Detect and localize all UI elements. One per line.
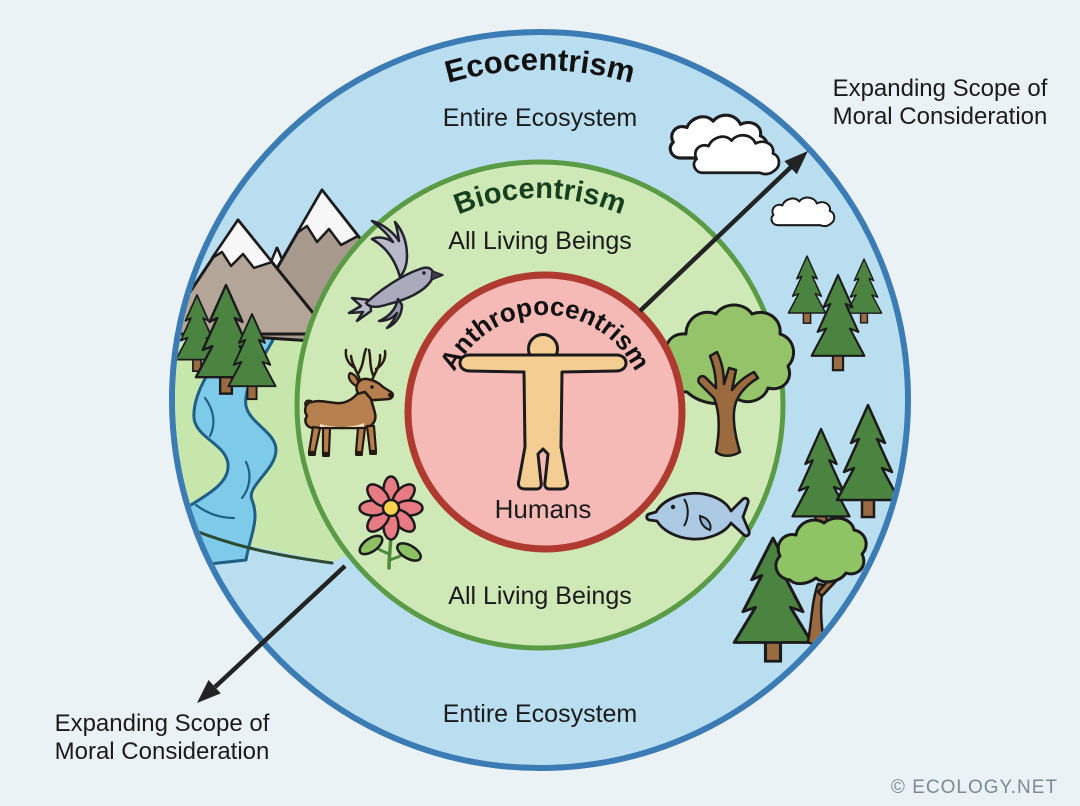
arrow-top-right bbox=[638, 151, 808, 313]
bird-beak bbox=[430, 270, 444, 281]
human-figure bbox=[458, 333, 628, 491]
deer-nose bbox=[388, 393, 392, 397]
arrowhead-icon bbox=[197, 680, 221, 703]
outer-sublabel-top: Entire Ecosystem bbox=[443, 104, 638, 132]
middle-sublabel-top: All Living Beings bbox=[448, 227, 631, 255]
arrowhead-icon bbox=[784, 151, 808, 175]
broadleaf-tree-small bbox=[774, 516, 868, 646]
flower-illustration bbox=[358, 475, 424, 570]
annotation-top-right-line2: Moral Consideration bbox=[833, 103, 1048, 130]
fish-eye bbox=[670, 504, 676, 510]
river-wave bbox=[194, 503, 236, 520]
deer-eye bbox=[370, 385, 374, 389]
deer-illustration bbox=[303, 347, 394, 457]
deer-hooves bbox=[308, 450, 377, 457]
outer-sublabel-bottom: Entire Ecosystem bbox=[443, 700, 638, 728]
arrow-bottom-left bbox=[197, 564, 347, 703]
middle-sublabel-bottom: All Living Beings bbox=[448, 582, 631, 610]
river-illustration bbox=[175, 320, 283, 567]
broadleaf-tree-illustration bbox=[664, 303, 796, 457]
annotation-bottom-left-line1: Expanding Scope of bbox=[55, 710, 270, 737]
inner-sublabel: Humans bbox=[495, 494, 592, 524]
bird-illustration bbox=[347, 219, 444, 330]
annotation-top-right-line1: Expanding Scope of bbox=[833, 75, 1048, 102]
annotation-bottom-left-line2: Moral Consideration bbox=[55, 738, 270, 765]
bird-eye bbox=[422, 271, 426, 275]
fish-illustration bbox=[645, 491, 751, 541]
river-wave bbox=[240, 460, 251, 500]
credit-text: © ECOLOGY.NET bbox=[891, 777, 1058, 798]
river-wave bbox=[203, 396, 215, 438]
flower-center bbox=[381, 498, 401, 518]
